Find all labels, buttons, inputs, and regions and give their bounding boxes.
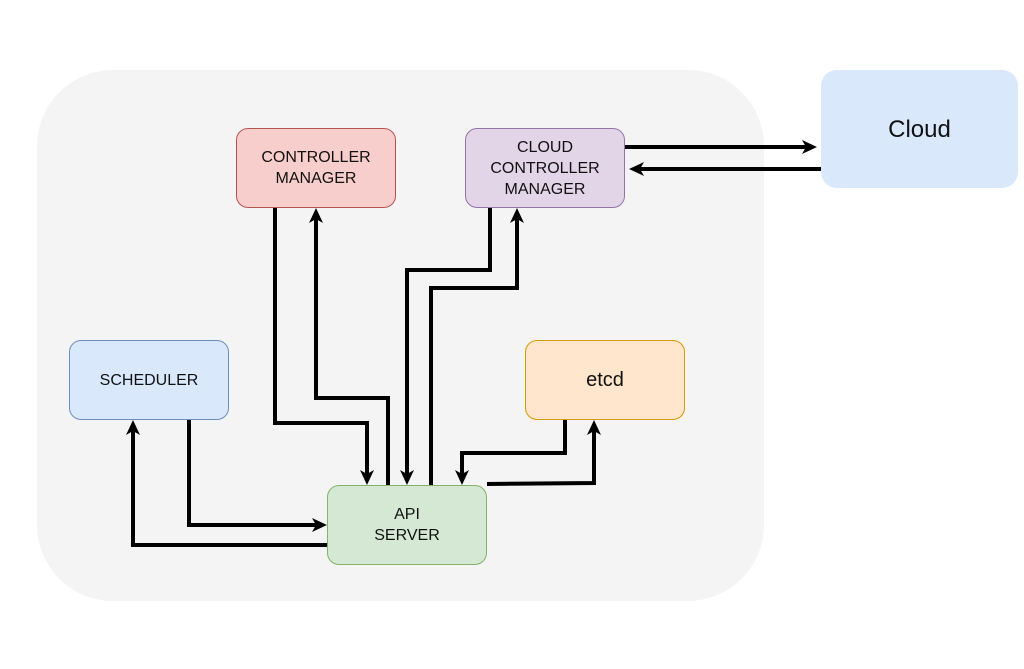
controller-manager-label: CONTROLLER MANAGER <box>261 149 371 187</box>
cloud-controller-manager-label: CLOUD CONTROLLER MANAGER <box>490 138 600 198</box>
scheduler-label: SCHEDULER <box>99 371 199 389</box>
scheduler-node[interactable]: SCHEDULER <box>69 340 229 420</box>
etcd-label: etcd <box>586 368 624 391</box>
api-server-label: API SERVER <box>374 506 440 544</box>
controller-manager-node[interactable]: CONTROLLER MANAGER <box>236 128 396 208</box>
arrowhead-icon <box>802 140 817 154</box>
cloud-label: Cloud <box>888 115 951 143</box>
cloud-node[interactable]: Cloud <box>821 70 1018 188</box>
etcd-node[interactable]: etcd <box>525 340 685 420</box>
cloud-controller-manager-node[interactable]: CLOUD CONTROLLER MANAGER <box>465 128 625 208</box>
api-server-node[interactable]: API SERVER <box>327 485 487 565</box>
